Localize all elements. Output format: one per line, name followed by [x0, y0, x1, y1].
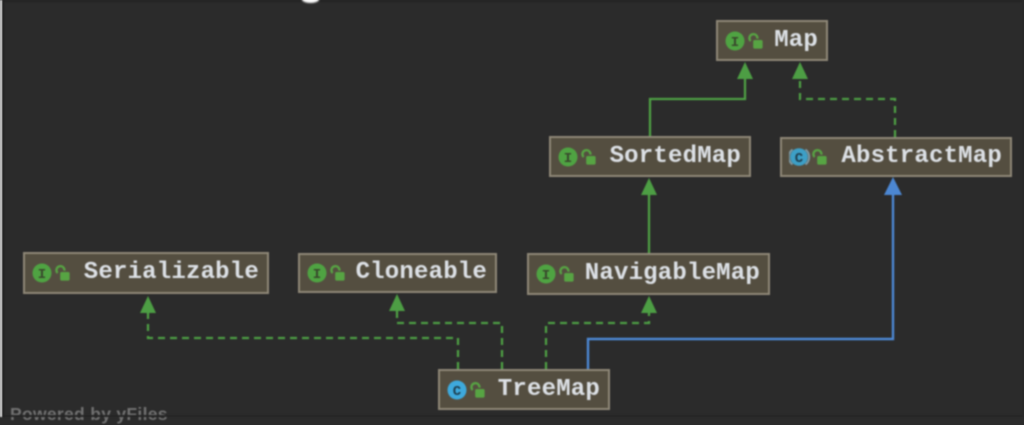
svg-text:I: I: [731, 35, 739, 51]
svg-text:I: I: [313, 267, 321, 283]
svg-text:I: I: [38, 267, 46, 283]
svg-text:C: C: [795, 151, 804, 167]
svg-text:I: I: [542, 268, 550, 284]
svg-text:C: C: [453, 384, 462, 400]
svg-text:I: I: [564, 151, 572, 167]
